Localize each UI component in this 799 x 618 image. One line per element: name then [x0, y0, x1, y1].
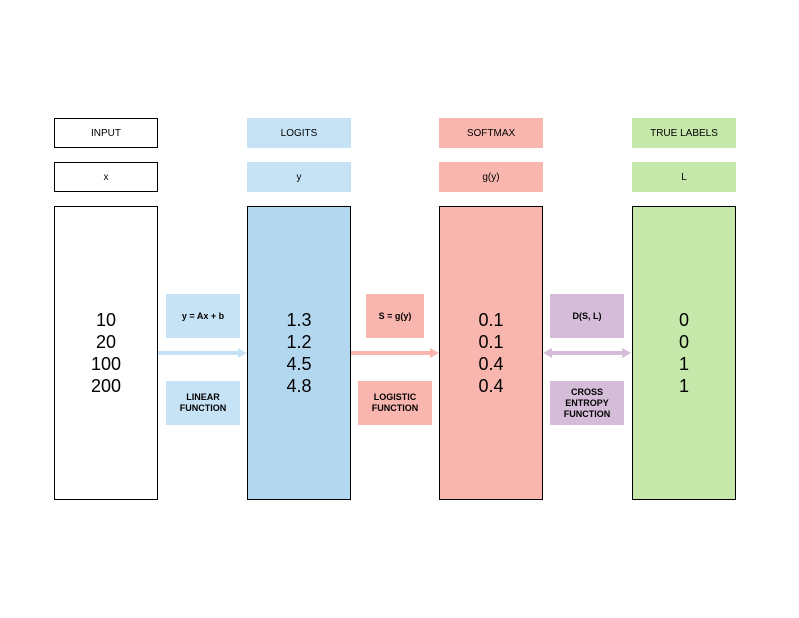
cross-entropy-name-line: FUNCTION — [563, 408, 611, 419]
logistic-name-line: LOGISTIC — [373, 392, 417, 402]
linear-formula: y = Ax + b — [166, 294, 240, 338]
input-value: 20 — [95, 332, 117, 352]
logits-header-text: LOGITS — [280, 127, 318, 139]
input-value: 200 — [90, 376, 122, 396]
cross-entropy-name: CROSS ENTROPY FUNCTION — [550, 381, 624, 425]
input-symbol: x — [54, 162, 158, 192]
logits-value: 4.5 — [286, 354, 312, 374]
cross-entropy-name-line: ENTROPY — [565, 397, 609, 408]
logistic-formula-text: S = g(y) — [378, 310, 412, 321]
cross-entropy-formula-text: D(S, L) — [572, 310, 602, 321]
labels-value: 1 — [678, 354, 689, 374]
input-values-box: 10 20 100 200 — [54, 206, 158, 500]
labels-header-text: TRUE LABELS — [650, 127, 718, 139]
logits-values-box: 1.3 1.2 4.5 4.8 — [247, 206, 351, 500]
softmax-symbol-text: g(y) — [482, 171, 500, 183]
logits-value: 4.8 — [286, 376, 312, 396]
cross-entropy-formula: D(S, L) — [550, 294, 624, 338]
input-value: 10 — [95, 310, 117, 330]
softmax-header-text: SOFTMAX — [466, 127, 516, 139]
logistic-name-line: FUNCTION — [371, 403, 419, 413]
softmax-value: 0.4 — [478, 376, 504, 396]
input-header-text: INPUT — [91, 127, 121, 139]
logits-value: 1.3 — [286, 310, 312, 330]
linear-name-line: FUNCTION — [179, 403, 227, 413]
input-value: 100 — [90, 354, 122, 374]
labels-value: 1 — [678, 376, 689, 396]
logits-header: LOGITS — [247, 118, 351, 148]
linear-name-line: LINEAR — [186, 392, 220, 402]
input-symbol-text: x — [103, 171, 109, 183]
arrow-cross-entropy — [543, 348, 631, 358]
logits-value: 1.2 — [286, 332, 312, 352]
softmax-value: 0.1 — [478, 310, 504, 330]
logits-symbol-text: y — [296, 171, 302, 183]
cross-entropy-name-line: CROSS — [570, 386, 603, 397]
labels-value: 0 — [678, 332, 689, 352]
labels-values-box: 0 0 1 1 — [632, 206, 736, 500]
logistic-formula: S = g(y) — [366, 294, 424, 338]
softmax-header: SOFTMAX — [439, 118, 543, 148]
labels-value: 0 — [678, 310, 689, 330]
arrow-logistic — [351, 348, 439, 358]
arrow-linear — [158, 348, 247, 358]
logits-symbol: y — [247, 162, 351, 192]
labels-symbol: L — [632, 162, 736, 192]
softmax-values-box: 0.1 0.1 0.4 0.4 — [439, 206, 543, 500]
input-header: INPUT — [54, 118, 158, 148]
logistic-name: LOGISTIC FUNCTION — [358, 381, 432, 425]
labels-symbol-text: L — [681, 171, 687, 183]
softmax-symbol: g(y) — [439, 162, 543, 192]
labels-header: TRUE LABELS — [632, 118, 736, 148]
softmax-value: 0.4 — [478, 354, 504, 374]
softmax-value: 0.1 — [478, 332, 504, 352]
linear-formula-text: y = Ax + b — [181, 310, 225, 321]
linear-name: LINEAR FUNCTION — [166, 381, 240, 425]
